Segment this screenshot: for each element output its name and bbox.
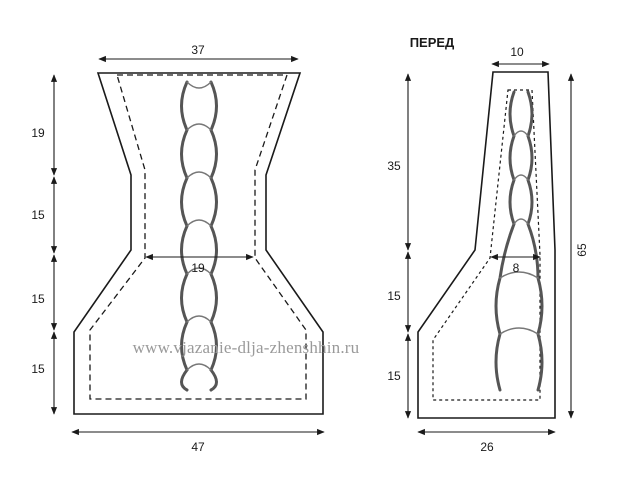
- front-inner-dashed-outline: [432, 89, 541, 401]
- watermark: www.vjazanie-dlja-zhenshhin.ru: [133, 338, 360, 357]
- back-top-width-label: 37: [191, 43, 205, 57]
- back-inner-dashed-outline: [89, 74, 307, 400]
- back-height-dimensions: 19 15 15 15: [31, 74, 58, 415]
- back-height-label-1: 19: [31, 126, 45, 140]
- front-bottom-width-label: 26: [480, 440, 494, 454]
- back-piece: 37 19 47 19 15 15 15: [31, 43, 325, 454]
- back-height-label-4: 15: [31, 362, 45, 376]
- front-mid-width-label: 8: [513, 261, 520, 275]
- front-top-width-label: 10: [510, 45, 524, 59]
- back-waist-width-label: 19: [191, 261, 205, 275]
- back-height-label-3: 15: [31, 292, 45, 306]
- front-cable-pattern: [494, 90, 544, 392]
- back-cable-pattern: [180, 80, 218, 392]
- back-outline: [73, 72, 324, 415]
- front-total-height-label: 65: [575, 243, 589, 257]
- front-height-label-3: 15: [387, 369, 401, 383]
- front-height-dimensions: 35 15 15: [387, 73, 412, 419]
- front-outline: [417, 71, 556, 419]
- back-height-label-2: 15: [31, 208, 45, 222]
- front-height-label-2: 15: [387, 289, 401, 303]
- back-bottom-width-label: 47: [191, 440, 205, 454]
- front-height-label-1: 35: [387, 159, 401, 173]
- front-title: ПЕРЕД: [410, 35, 455, 50]
- front-piece: ПЕРЕД 10 8 26 35 15 15 65: [387, 35, 589, 454]
